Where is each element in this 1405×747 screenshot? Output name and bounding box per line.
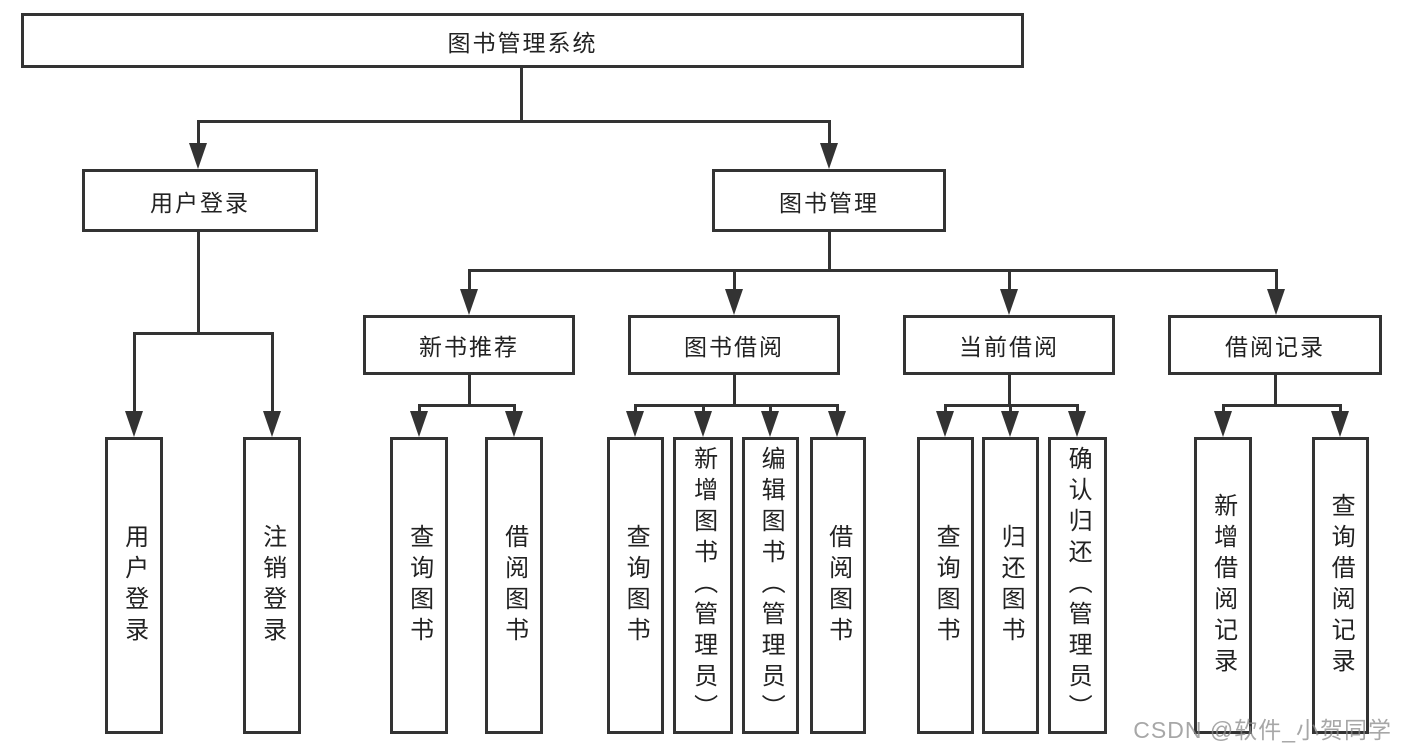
node-label: 图书借阅 bbox=[684, 334, 784, 360]
connector-arrow bbox=[820, 143, 838, 169]
connector-arrow bbox=[1214, 411, 1232, 437]
connector-arrow bbox=[460, 289, 478, 315]
connector-line bbox=[197, 232, 200, 335]
connector-line bbox=[828, 232, 831, 272]
connector-line bbox=[520, 68, 523, 123]
connector-line bbox=[733, 375, 736, 407]
connector-line bbox=[1076, 404, 1079, 416]
leaf-query-books-recommend: 查询图书 bbox=[390, 437, 448, 734]
connector-arrow bbox=[1267, 289, 1285, 315]
connector-arrow bbox=[1001, 411, 1019, 437]
node-book-management: 图书管理 bbox=[712, 169, 946, 232]
leaf-label: 注销登录 bbox=[258, 523, 286, 648]
node-label: 用户登录 bbox=[150, 189, 250, 216]
connector-line bbox=[513, 404, 516, 416]
leaf-query-books-current: 查询图书 bbox=[917, 437, 974, 734]
node-label: 借阅记录 bbox=[1225, 334, 1325, 360]
leaf-query-books-borrow: 查询图书 bbox=[607, 437, 664, 734]
leaf-label: 查询借阅记录 bbox=[1327, 492, 1355, 679]
connector-arrow bbox=[505, 411, 523, 437]
connector-line bbox=[1008, 269, 1011, 293]
node-root: 图书管理系统 bbox=[21, 13, 1024, 68]
leaf-borrow-books: 借阅图书 bbox=[810, 437, 866, 734]
connector-line bbox=[133, 332, 273, 335]
connector-arrow bbox=[410, 411, 428, 437]
connector-line bbox=[634, 404, 839, 407]
leaf-confirm-return-admin: 确认归还（管理员） bbox=[1048, 437, 1107, 734]
connector-line bbox=[1222, 404, 1342, 407]
node-current-borrow: 当前借阅 bbox=[903, 315, 1115, 375]
connector-arrow bbox=[263, 411, 281, 437]
connector-line bbox=[271, 332, 274, 414]
leaf-add-borrow-record: 新增借阅记录 bbox=[1194, 437, 1252, 734]
connector-line bbox=[468, 269, 1277, 272]
connector-arrow bbox=[725, 289, 743, 315]
connector-line bbox=[197, 120, 200, 152]
connector-arrow bbox=[828, 411, 846, 437]
connector-line bbox=[1274, 375, 1277, 407]
csdn-watermark: CSDN @软件_小贺同学 bbox=[1133, 717, 1392, 743]
connector-line bbox=[1008, 375, 1011, 407]
node-label: 当前借阅 bbox=[959, 334, 1059, 360]
connector-line bbox=[133, 332, 136, 414]
connector-arrow bbox=[694, 411, 712, 437]
connector-line bbox=[733, 269, 736, 293]
leaf-label: 查询图书 bbox=[932, 523, 960, 648]
leaf-query-borrow-record: 查询借阅记录 bbox=[1312, 437, 1369, 734]
leaf-label: 借阅图书 bbox=[500, 523, 528, 648]
connector-line bbox=[769, 404, 772, 416]
leaf-add-books-admin: 新增图书（管理员） bbox=[673, 437, 733, 734]
connector-line bbox=[197, 120, 831, 123]
connector-arrow bbox=[626, 411, 644, 437]
node-new-book-recommend: 新书推荐 bbox=[363, 315, 575, 375]
node-label: 图书管理 bbox=[779, 189, 879, 216]
node-borrow-records: 借阅记录 bbox=[1168, 315, 1382, 375]
leaf-logout: 注销登录 bbox=[243, 437, 301, 734]
node-book-borrow: 图书借阅 bbox=[628, 315, 840, 375]
leaf-label: 编辑图书（管理员） bbox=[757, 446, 785, 725]
connector-line bbox=[1222, 404, 1225, 416]
connector-arrow bbox=[1068, 411, 1086, 437]
connector-arrow bbox=[936, 411, 954, 437]
node-label: 新书推荐 bbox=[419, 334, 519, 360]
leaf-return-books: 归还图书 bbox=[982, 437, 1039, 734]
leaf-label: 借阅图书 bbox=[824, 523, 852, 648]
connector-line bbox=[944, 404, 947, 416]
connector-line bbox=[702, 404, 705, 416]
leaf-label: 新增图书（管理员） bbox=[689, 446, 717, 725]
leaf-label: 归还图书 bbox=[997, 523, 1025, 648]
leaf-borrow-books-recommend: 借阅图书 bbox=[485, 437, 543, 734]
connector-line bbox=[1339, 404, 1342, 416]
leaf-label: 新增借阅记录 bbox=[1209, 492, 1237, 679]
leaf-label: 确认归还（管理员） bbox=[1064, 446, 1092, 725]
connector-line bbox=[634, 404, 637, 416]
node-user-login: 用户登录 bbox=[82, 169, 318, 232]
connector-line bbox=[1009, 404, 1012, 416]
leaf-label: 查询图书 bbox=[405, 523, 433, 648]
leaf-edit-books-admin: 编辑图书（管理员） bbox=[742, 437, 799, 734]
connector-arrow bbox=[125, 411, 143, 437]
connector-arrow bbox=[761, 411, 779, 437]
connector-arrow bbox=[1331, 411, 1349, 437]
connector-line bbox=[1275, 269, 1278, 293]
leaf-user-login: 用户登录 bbox=[105, 437, 163, 734]
connector-arrow bbox=[189, 143, 207, 169]
connector-line bbox=[418, 404, 421, 416]
connector-line bbox=[836, 404, 839, 416]
connector-line bbox=[418, 404, 515, 407]
connector-line bbox=[828, 120, 831, 152]
leaf-label: 查询图书 bbox=[622, 523, 650, 648]
connector-line bbox=[468, 375, 471, 407]
connector-line bbox=[468, 269, 471, 293]
connector-arrow bbox=[1000, 289, 1018, 315]
node-root-label: 图书管理系统 bbox=[447, 29, 598, 56]
leaf-label: 用户登录 bbox=[120, 523, 148, 648]
